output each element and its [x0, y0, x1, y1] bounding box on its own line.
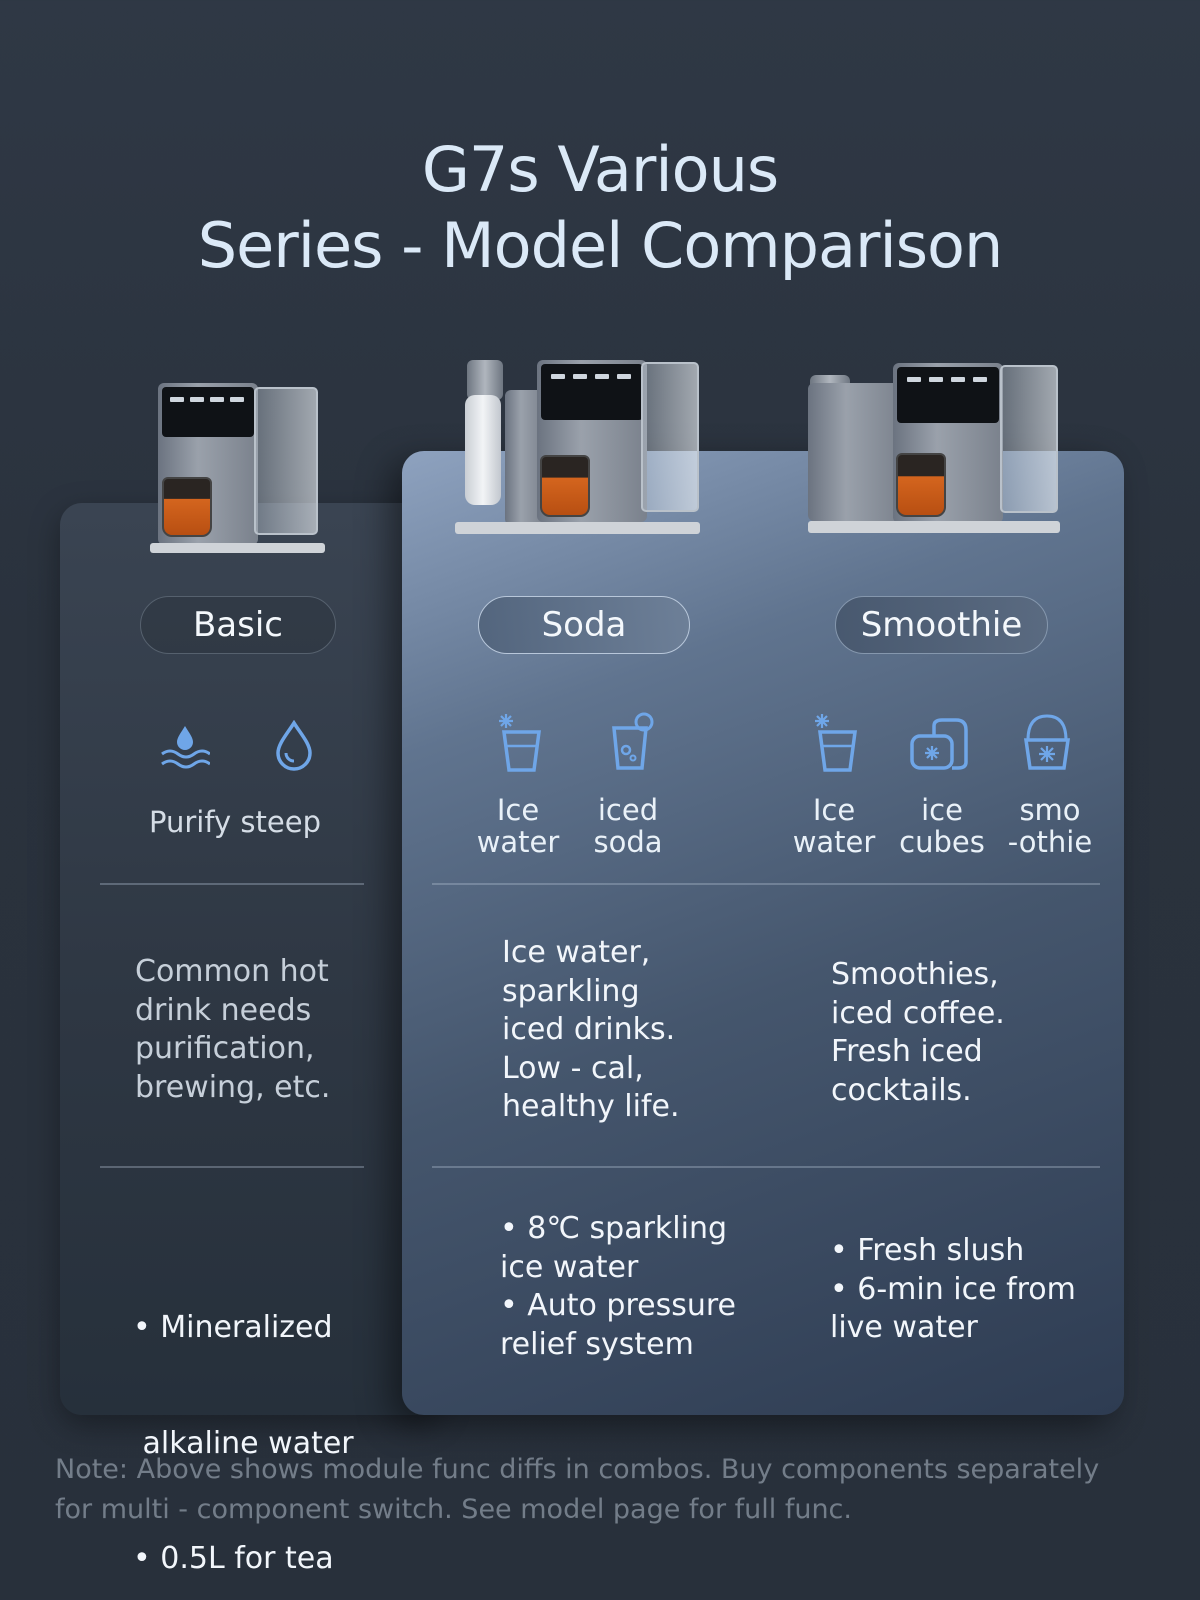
basic-highlights: • Mineralized alkaline water • 0.5L for … — [133, 1310, 354, 1576]
soda-feature-2-label: iced soda — [593, 793, 663, 859]
basic-machine-image — [150, 383, 330, 558]
soda-feature-1-label: Ice water — [476, 793, 560, 859]
title-line-1: G7s Various — [421, 133, 779, 206]
basic-panel — [60, 503, 440, 1415]
basic-model-label: Basic — [140, 596, 336, 654]
smoothie-feature-1-label: Ice water — [792, 793, 876, 859]
ice-cubes-icon — [910, 718, 968, 770]
smoothie-cup-icon — [1023, 714, 1071, 770]
page-title: G7s Various Series - Model Comparison — [0, 132, 1200, 284]
basic-divider-2 — [100, 1166, 364, 1168]
smoothie-machine-image — [808, 363, 1066, 538]
smoothie-feature-3-label: smo -othie — [1007, 793, 1093, 859]
basic-divider-1 — [100, 883, 364, 885]
smoothie-feature-2-label: ice cubes — [899, 793, 985, 859]
ice-water-glass-icon — [499, 714, 541, 772]
footer-note: Note: Above shows module func diffs in c… — [55, 1454, 1100, 1525]
basic-feature-label: Purify steep — [149, 805, 321, 839]
smoothie-model-label: Smoothie — [835, 596, 1048, 654]
ice-water-glass-icon — [815, 714, 857, 772]
basic-description: Common hot drink needs purification, bre… — [135, 954, 331, 1105]
water-waves-icon — [161, 726, 210, 769]
smoothie-description: Smoothies, iced coffee. Fresh iced cockt… — [831, 957, 1005, 1108]
title-line-2: Series - Model Comparison — [197, 209, 1004, 282]
soda-model-label: Soda — [478, 596, 690, 654]
smoothie-highlights: • Fresh slush • 6-min ice from live wate… — [830, 1233, 1076, 1345]
soda-highlights: • 8℃ sparkling ice water • Auto pressure… — [500, 1211, 737, 1362]
iced-soda-glass-icon — [612, 712, 654, 770]
main-divider-2 — [432, 1166, 1100, 1168]
water-drop-icon — [276, 720, 312, 771]
soda-machine-image — [455, 360, 705, 540]
main-divider-1 — [432, 883, 1100, 885]
soda-description: Ice water, sparkling iced drinks. Low - … — [502, 935, 680, 1124]
